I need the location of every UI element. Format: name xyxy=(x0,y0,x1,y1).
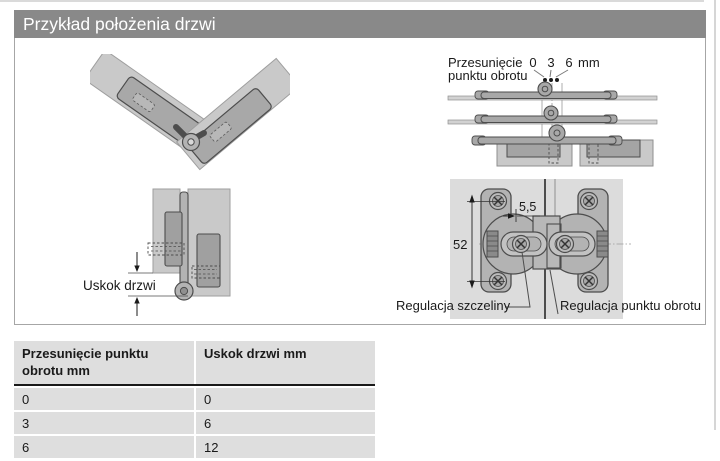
arrow-up-icon xyxy=(134,297,140,304)
right-hinge-screw-slot xyxy=(209,121,232,143)
pivot-dots xyxy=(543,78,559,82)
pivot-adjust-screw-icon xyxy=(555,234,575,254)
dim-52-label: 52 xyxy=(453,237,467,252)
tick-0: 0 xyxy=(529,55,536,70)
screw-icon xyxy=(579,271,599,291)
pivot-offset-label-line1: Przesunięcie xyxy=(448,55,522,70)
dim-55-label: 5,5 xyxy=(519,200,536,214)
table-header-pivot-offset: Przesunięcie punktu obrotu mm xyxy=(14,341,194,384)
tick-leader-lines xyxy=(533,69,569,78)
screw-icon xyxy=(488,191,508,211)
pivot-position-3 xyxy=(543,105,559,121)
dimension-52: 52 xyxy=(453,194,505,289)
door-offset-label: Uskok drzwi xyxy=(83,278,156,293)
table-row: 0 0 xyxy=(14,387,375,410)
pivot-adjust-label: Regulacja punktu obrotu xyxy=(560,298,701,313)
tick-6: 6 xyxy=(565,55,572,70)
table-row: 6 12 xyxy=(14,435,375,458)
table-header-row: Przesunięcie punktu obrotu mm Uskok drzw… xyxy=(14,341,375,384)
left-knurl xyxy=(486,230,499,258)
cell-pivot-offset: 3 xyxy=(14,411,194,434)
pivot-position-0 xyxy=(537,81,553,97)
gap-adjust-screw-icon xyxy=(511,234,531,254)
diagram-open-doors xyxy=(90,54,290,171)
cell-door-offset: 12 xyxy=(196,435,375,458)
page-title: Przykład położenia drzwi xyxy=(23,14,216,34)
offset-dimension xyxy=(128,252,188,316)
right-knurl xyxy=(596,230,609,258)
page-right-edge-line xyxy=(714,0,716,430)
left-hinge-screw-slot xyxy=(132,92,155,112)
arrow-down-icon xyxy=(469,280,475,289)
hinge-row-2 xyxy=(447,105,658,125)
pivot-offset-label-line2: punktu obrotu xyxy=(448,68,528,83)
hinge-lever-arms xyxy=(173,124,207,152)
right-hinge-cup xyxy=(196,233,221,288)
left-hinge-cup xyxy=(164,211,183,267)
offset-table: Przesunięcie punktu obrotu mm Uskok drzw… xyxy=(14,341,375,458)
section-header-bar: Przykład położenia drzwi xyxy=(14,10,706,38)
table-row: 3 6 xyxy=(14,411,375,434)
gap-adjust-label: Regulacja szczeliny xyxy=(396,298,511,313)
diagram-top-view: 52 5,5 Regulacja szczeliny Regulacja pun… xyxy=(396,179,701,319)
cell-door-offset: 6 xyxy=(196,411,375,434)
tick-unit: mm xyxy=(578,55,600,70)
diagram-door-offset: Uskok drzwi xyxy=(83,188,231,316)
pivot-position-6 xyxy=(548,124,566,142)
cell-pivot-offset: 0 xyxy=(14,387,194,410)
screw-icon xyxy=(579,191,599,211)
arrow-down-icon xyxy=(134,265,140,272)
left-screw-dashed xyxy=(147,242,185,256)
right-screw-dashed xyxy=(191,265,221,279)
cell-pivot-offset: 6 xyxy=(14,435,194,458)
gap-adjust-leader xyxy=(505,251,531,308)
cell-door-offset: 0 xyxy=(196,387,375,410)
arrow-up-icon xyxy=(469,194,475,203)
table-header-door-offset: Uskok drzwi mm xyxy=(196,341,375,384)
right-door-panel xyxy=(175,57,290,171)
pivot-adjust-leader xyxy=(549,269,559,315)
hinge-row-3 xyxy=(471,124,623,146)
tick-3: 3 xyxy=(547,55,554,70)
table-header-rule xyxy=(14,383,375,386)
content-frame: Przesunięcie punktu obrotu 0 3 6 mm xyxy=(14,38,706,325)
page-top-edge-line xyxy=(0,0,704,2)
dimension-5-5: 5,5 xyxy=(503,200,540,222)
hinge-row-1 xyxy=(447,81,658,101)
diagram-pivot-offset: Przesunięcie punktu obrotu 0 3 6 mm xyxy=(447,55,658,167)
arrow-right-icon xyxy=(508,213,515,219)
screw-icon xyxy=(488,271,508,291)
